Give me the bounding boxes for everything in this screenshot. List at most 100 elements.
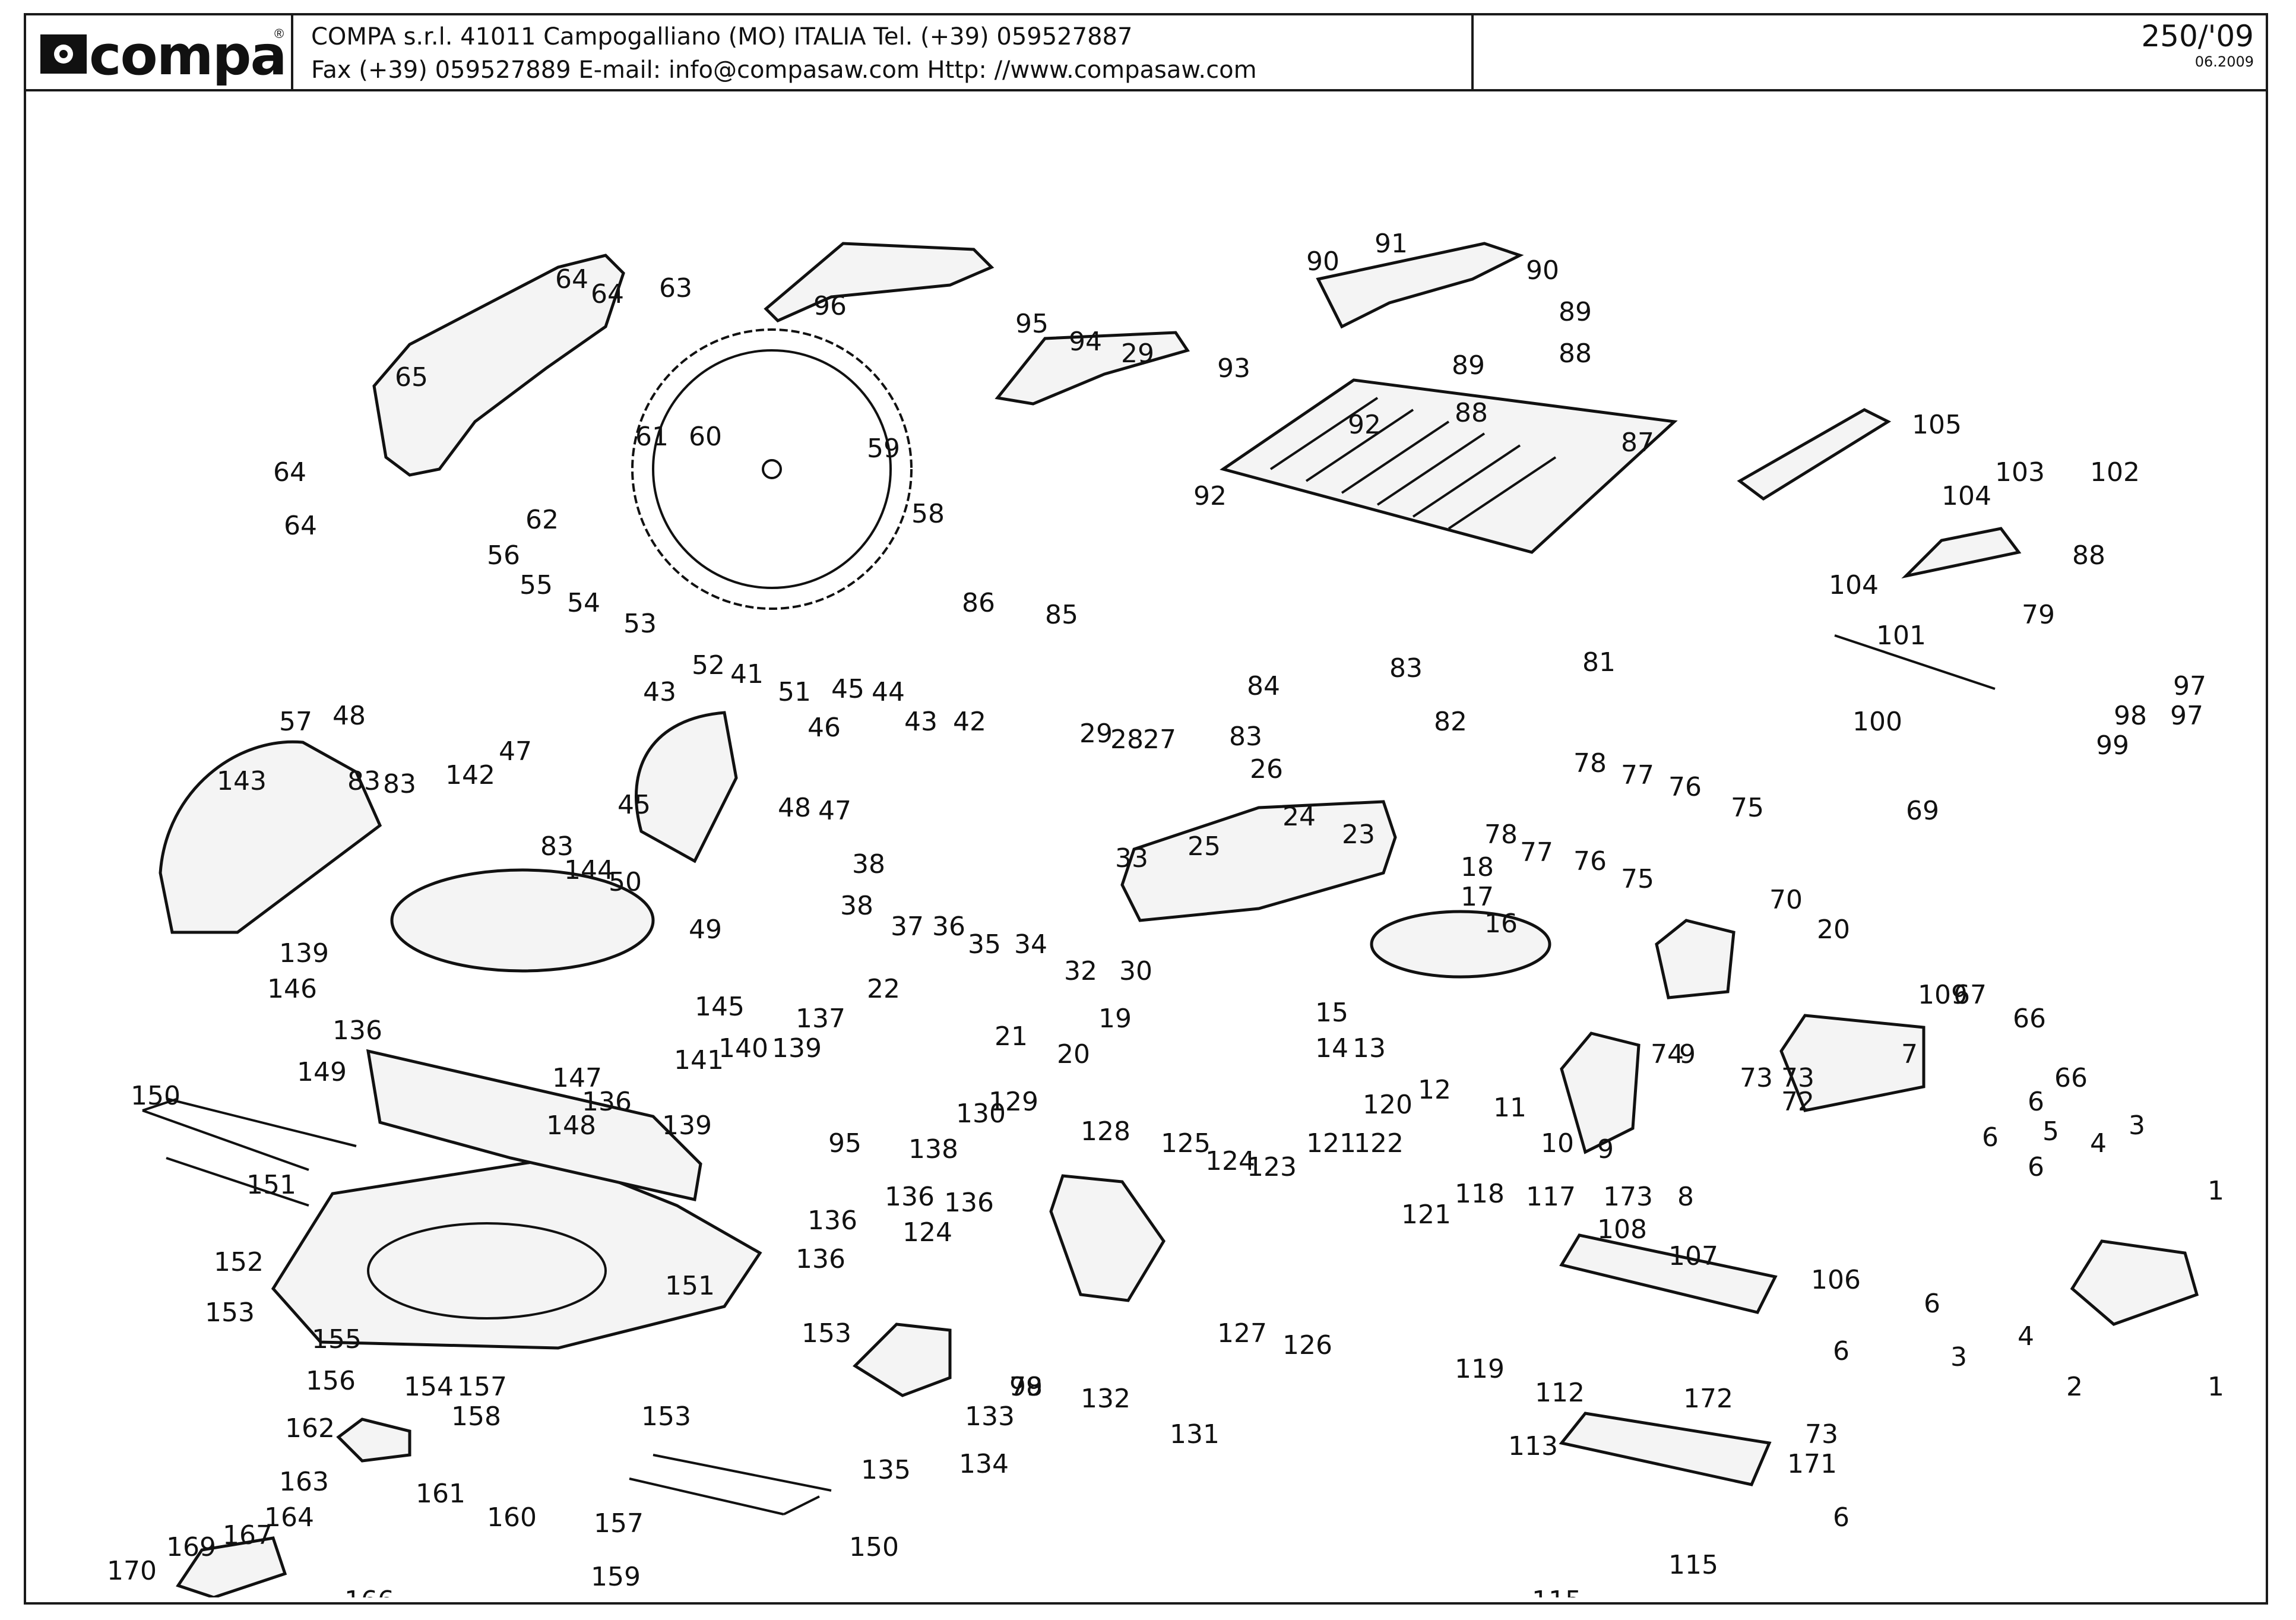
label-89b: 89 xyxy=(1452,350,1485,381)
label-142: 142 xyxy=(445,760,495,790)
label-167: 167 xyxy=(223,1520,273,1551)
label-90b: 90 xyxy=(1526,255,1559,286)
label-143: 143 xyxy=(217,766,267,796)
turntable xyxy=(390,868,655,973)
label-172: 172 xyxy=(1683,1384,1733,1414)
label-153: 153 xyxy=(205,1298,255,1328)
label-60: 60 xyxy=(689,422,722,452)
label-62: 62 xyxy=(525,505,559,535)
carbon-brush-holder xyxy=(1655,919,1736,999)
label-46: 46 xyxy=(807,713,841,743)
label-141: 141 xyxy=(674,1045,724,1075)
label-83e: 83 xyxy=(540,831,574,862)
label-130: 130 xyxy=(956,1099,1006,1129)
label-78b: 78 xyxy=(1484,820,1518,850)
label-6e: 6 xyxy=(1833,1336,1850,1366)
rip-guide xyxy=(1834,527,2022,690)
label-113: 113 xyxy=(1508,1431,1558,1461)
label-64d: 64 xyxy=(284,511,317,541)
motor-end-cap xyxy=(2070,1239,2199,1326)
label-95: 95 xyxy=(1015,309,1049,339)
label-38b: 38 xyxy=(840,891,873,921)
label-154: 154 xyxy=(404,1372,454,1402)
label-69: 69 xyxy=(1906,796,1939,826)
label-144: 144 xyxy=(564,855,614,885)
label-10: 10 xyxy=(1541,1128,1574,1159)
label-20: 20 xyxy=(1057,1039,1090,1070)
registered-mark: ® xyxy=(274,26,284,41)
label-73: 73 xyxy=(1740,1063,1773,1093)
label-97b: 97 xyxy=(2170,701,2203,731)
label-139c: 139 xyxy=(662,1110,712,1141)
exploded-parts-diagram: 1 1 2 3 3 4 4 5 6 6 6 6 6 6 7 8 9 9 10 1… xyxy=(107,229,2224,1597)
motor-gear-housing xyxy=(1120,800,1397,922)
label-98: 98 xyxy=(2114,701,2147,731)
label-9b: 9 xyxy=(1597,1134,1614,1165)
label-44: 44 xyxy=(872,677,905,707)
label-90: 90 xyxy=(1306,246,1339,277)
label-8: 8 xyxy=(1677,1182,1694,1212)
label-101: 101 xyxy=(1876,621,1926,651)
label-50: 50 xyxy=(609,867,642,897)
label-16: 16 xyxy=(1484,909,1518,939)
label-92b: 92 xyxy=(1193,481,1227,511)
label-23: 23 xyxy=(1342,820,1375,850)
label-121b: 121 xyxy=(1401,1200,1451,1230)
label-74: 74 xyxy=(1651,1039,1684,1070)
label-146: 146 xyxy=(267,974,317,1004)
label-136f: 136 xyxy=(944,1188,994,1218)
label-89: 89 xyxy=(1559,297,1592,327)
column-pivot-part xyxy=(336,1418,411,1463)
label-19: 19 xyxy=(1098,1004,1132,1034)
label-70: 70 xyxy=(1769,885,1803,915)
extension-bar-left xyxy=(142,1097,357,1207)
label-124b: 124 xyxy=(902,1217,952,1248)
label-173: 173 xyxy=(1603,1182,1653,1212)
label-151b: 151 xyxy=(665,1271,715,1301)
label-41: 41 xyxy=(730,659,764,689)
label-151: 151 xyxy=(246,1170,296,1200)
label-157: 157 xyxy=(457,1372,507,1402)
label-164: 164 xyxy=(264,1502,314,1533)
label-104b: 104 xyxy=(1829,570,1879,600)
lower-housing-cover xyxy=(1559,1412,1772,1486)
label-106: 106 xyxy=(1811,1265,1861,1295)
lower-blade-guard xyxy=(635,711,738,863)
label-157b: 157 xyxy=(594,1508,644,1539)
label-95b: 95 xyxy=(828,1128,862,1159)
label-21: 21 xyxy=(995,1021,1028,1052)
label-6d: 6 xyxy=(1924,1289,1940,1319)
label-138: 138 xyxy=(908,1134,958,1165)
label-64: 64 xyxy=(555,264,588,295)
label-18: 18 xyxy=(1461,852,1494,882)
label-88: 88 xyxy=(1559,338,1592,369)
label-153c: 153 xyxy=(641,1401,691,1432)
label-49: 49 xyxy=(689,915,722,945)
label-136c: 136 xyxy=(807,1205,857,1236)
label-115: 115 xyxy=(1532,1586,1582,1597)
label-51: 51 xyxy=(778,677,811,707)
label-35: 35 xyxy=(968,929,1001,960)
label-77: 77 xyxy=(1621,760,1654,790)
label-91: 91 xyxy=(1375,229,1408,259)
label-85: 85 xyxy=(1045,600,1078,630)
label-161: 161 xyxy=(416,1479,465,1509)
label-112: 112 xyxy=(1535,1378,1585,1408)
motor-handle-housing xyxy=(372,254,625,477)
label-43b: 43 xyxy=(904,707,938,737)
label-88c: 88 xyxy=(2072,540,2105,571)
label-136e: 136 xyxy=(885,1182,935,1212)
label-37: 37 xyxy=(891,912,924,942)
label-3b: 3 xyxy=(1950,1342,1967,1372)
label-55: 55 xyxy=(520,570,553,600)
label-2: 2 xyxy=(2066,1372,2083,1402)
label-81: 81 xyxy=(1582,647,1616,678)
label-72: 72 xyxy=(1781,1087,1814,1117)
handle-grip xyxy=(853,1322,952,1397)
label-158: 158 xyxy=(451,1401,501,1432)
label-137: 137 xyxy=(796,1004,845,1034)
label-25: 25 xyxy=(1187,831,1221,862)
support-bracket xyxy=(366,1049,702,1202)
label-75b: 75 xyxy=(1621,864,1654,894)
label-66: 66 xyxy=(2013,1004,2046,1034)
